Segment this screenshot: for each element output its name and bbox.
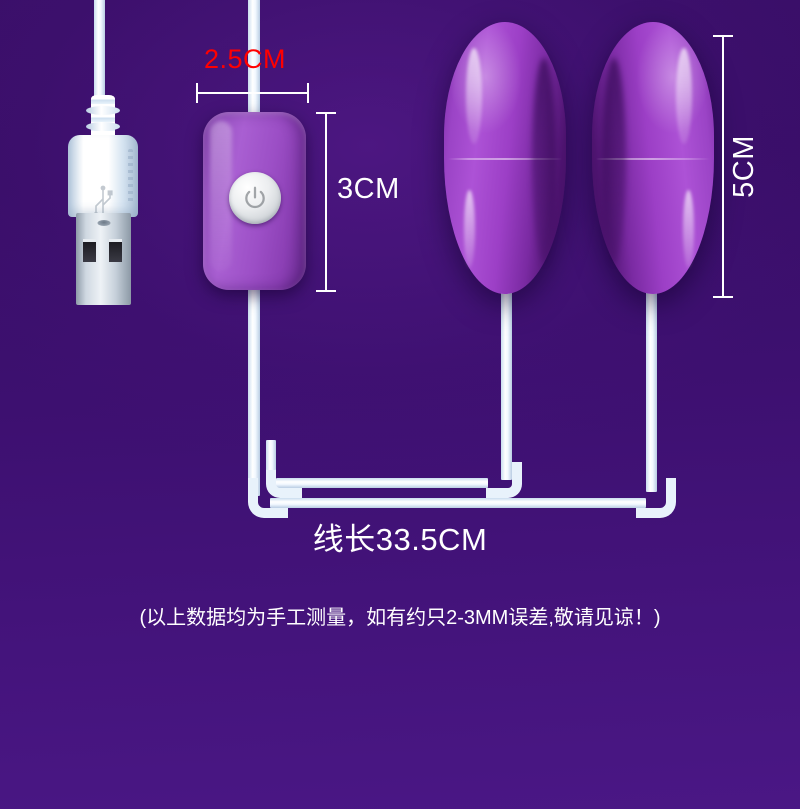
dim-label-egg-height: 5CM bbox=[727, 135, 760, 198]
egg-left-highlight-lower bbox=[464, 190, 475, 268]
cable-corner-outer-right bbox=[636, 478, 676, 518]
egg-left-seam bbox=[447, 158, 563, 160]
cable-inner-stub bbox=[266, 440, 276, 470]
egg-right bbox=[592, 22, 714, 294]
egg-right-seam bbox=[595, 158, 711, 160]
dim-tick-egg-top bbox=[713, 35, 733, 37]
usb-strain-relief bbox=[86, 95, 120, 141]
dim-line-width bbox=[196, 92, 309, 94]
cable-corner-outer bbox=[248, 478, 288, 518]
egg-right-highlight-lower bbox=[683, 190, 694, 268]
cable-run-inner bbox=[276, 478, 488, 488]
dim-label-controller-width: 2.5CM bbox=[204, 44, 287, 74]
measurement-disclaimer: (以上数据均为手工测量，如有约只2-3MM误差,敬请见谅！) bbox=[139, 607, 661, 629]
egg-right-cable bbox=[646, 286, 657, 492]
dim-tick-width-right bbox=[307, 83, 309, 103]
egg-left-highlight bbox=[466, 48, 482, 144]
egg-left-cable bbox=[501, 286, 512, 480]
cable-run-outer bbox=[270, 498, 646, 508]
controller-cable-lower bbox=[248, 284, 260, 496]
usb-connector bbox=[60, 95, 146, 310]
dim-tick-height-top bbox=[316, 112, 336, 114]
egg-left bbox=[444, 22, 566, 294]
cable-corner-inner-left bbox=[266, 462, 302, 498]
usb-housing bbox=[68, 135, 138, 219]
dim-line-egg bbox=[722, 35, 724, 298]
egg-right-shadow bbox=[602, 58, 626, 264]
cable-corner-inner-right bbox=[486, 462, 522, 498]
dim-tick-width-left bbox=[196, 83, 198, 103]
cable-length-caption: 线长33.5CM bbox=[312, 522, 488, 557]
dim-tick-egg-bottom bbox=[713, 296, 733, 298]
dim-label-controller-height: 3CM bbox=[337, 173, 400, 205]
egg-left-shadow bbox=[532, 58, 556, 264]
usb-cable-upper bbox=[94, 0, 105, 100]
power-button[interactable] bbox=[228, 172, 281, 224]
egg-right-highlight bbox=[676, 48, 692, 144]
dim-line-height bbox=[325, 112, 327, 292]
usb-contact-right bbox=[109, 239, 122, 262]
controller-unit bbox=[203, 112, 306, 290]
usb-metal-shell bbox=[76, 213, 131, 305]
power-icon bbox=[244, 186, 265, 209]
usb-contact-left bbox=[83, 239, 96, 262]
dim-tick-height-bottom bbox=[316, 290, 336, 292]
controller-cable-upper bbox=[248, 0, 260, 116]
